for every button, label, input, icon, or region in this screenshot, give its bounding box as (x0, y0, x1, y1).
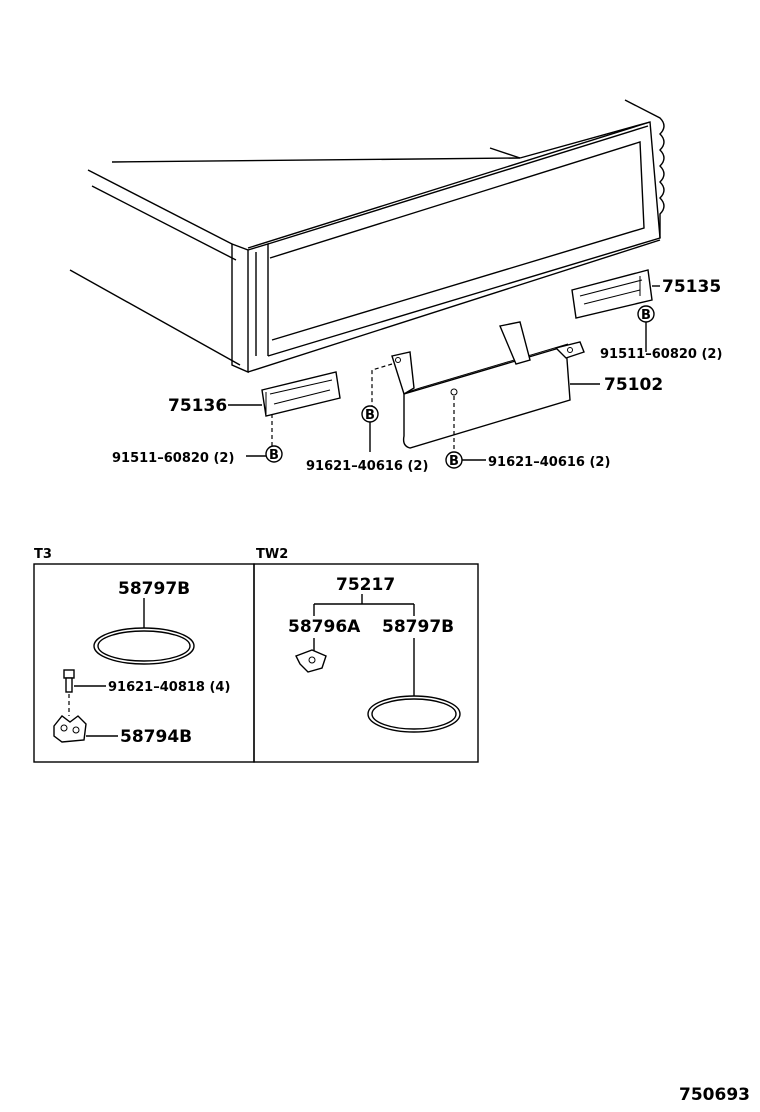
label-91621-right: 91621–40616 (2) (488, 455, 610, 470)
clip-58796a[interactable] (295, 649, 327, 673)
leader-bolt-mid (371, 363, 393, 406)
label-91621-left: 91621–40616 (2) (306, 459, 428, 474)
truck-bed (69, 99, 665, 374)
label-58794b: 58794B (120, 727, 192, 747)
inset-t3-title: T3 (34, 547, 52, 562)
holder-58794b[interactable] (53, 715, 87, 743)
svg-text:B: B (641, 308, 651, 323)
label-58796a: 58796A (288, 617, 361, 637)
inset-tw2: TW2 75217 58796A 58797B (253, 547, 479, 763)
bolt-91621-40818[interactable] (63, 669, 75, 693)
bolt-symbol-right-lower[interactable]: B (445, 451, 463, 469)
bracket-75136[interactable] (261, 371, 341, 417)
svg-text:B: B (269, 448, 279, 463)
diagram-number: 750693 (679, 1085, 750, 1105)
bolt-symbol-right[interactable]: B (637, 305, 655, 323)
label-58797b-t3: 58797B (118, 579, 190, 599)
label-75136: 75136 (168, 396, 227, 416)
svg-text:B: B (449, 454, 459, 469)
label-75102: 75102 (604, 375, 663, 395)
inset-t3: T3 58797B 91621–40818 (4) 58794B (33, 547, 255, 763)
svg-text:B: B (365, 408, 375, 423)
label-58797b-tw2: 58797B (382, 617, 454, 637)
label-91511-right: 91511–60820 (2) (600, 347, 722, 362)
step-75102[interactable] (391, 321, 585, 449)
label-91511-left: 91511–60820 (2) (112, 451, 234, 466)
bolt-symbol-left[interactable]: B (265, 445, 283, 463)
label-75217: 75217 (336, 575, 395, 595)
inset-tw2-title: TW2 (256, 547, 288, 562)
label-91621-40818: 91621–40818 (4) (108, 680, 230, 695)
bracket-75135[interactable] (571, 269, 660, 319)
label-75135: 75135 (662, 277, 721, 297)
bolt-symbol-mid[interactable]: B (361, 405, 379, 423)
